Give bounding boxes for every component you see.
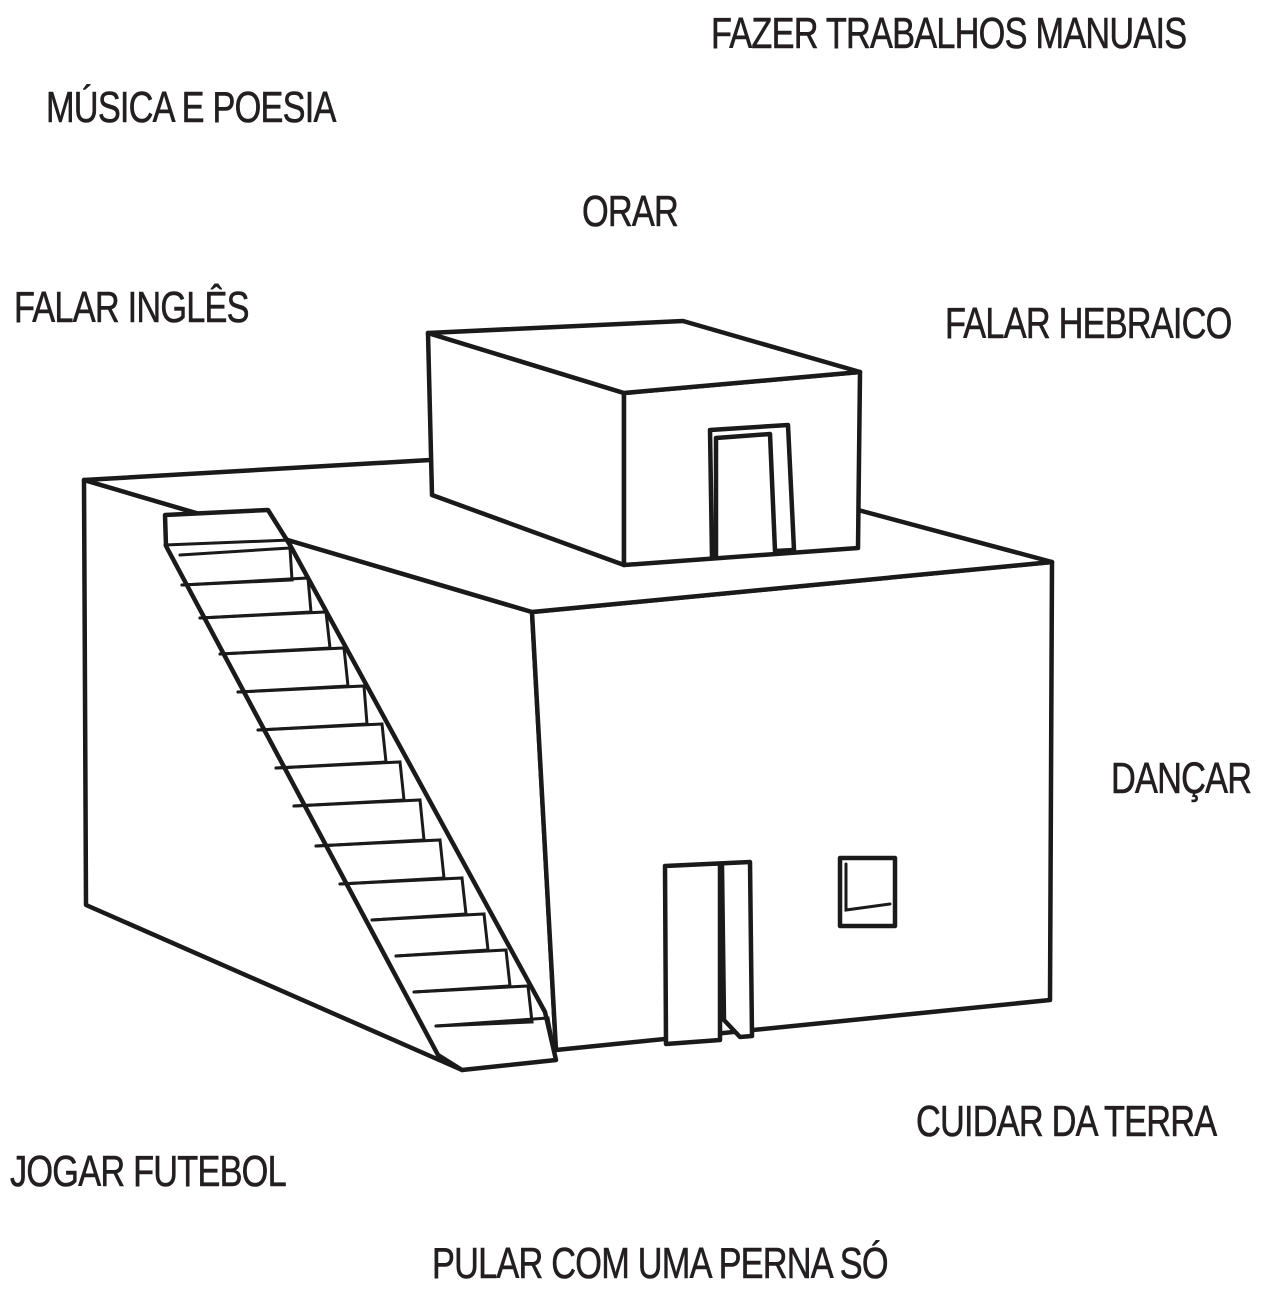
label-orar: ORAR [582,187,679,236]
label-pular-com-uma-perna-so: PULAR COM UMA PERNA SÓ [432,1239,889,1288]
label-dancar: DANÇAR [1111,754,1252,803]
house-front-wall [529,559,1055,1053]
label-jogar-futebol: JOGAR FUTEBOL [10,1147,287,1196]
house-window [837,855,898,929]
front-door [662,859,755,1047]
label-falar-hebraico: FALAR HEBRAICO [945,299,1233,348]
label-fazer-trabalhos-manuais: FAZER TRABALHOS MANUAIS [711,9,1188,58]
label-musica-e-poesia: MÚSICA E POESIA [46,83,337,132]
upper-room-top [425,318,863,396]
staircase [162,507,559,1073]
label-falar-ingles: FALAR INGLÊS [14,283,250,332]
label-cuidar-da-terra: CUIDAR DA TERRA [916,1097,1218,1146]
upper-room-front-wall [621,369,863,568]
